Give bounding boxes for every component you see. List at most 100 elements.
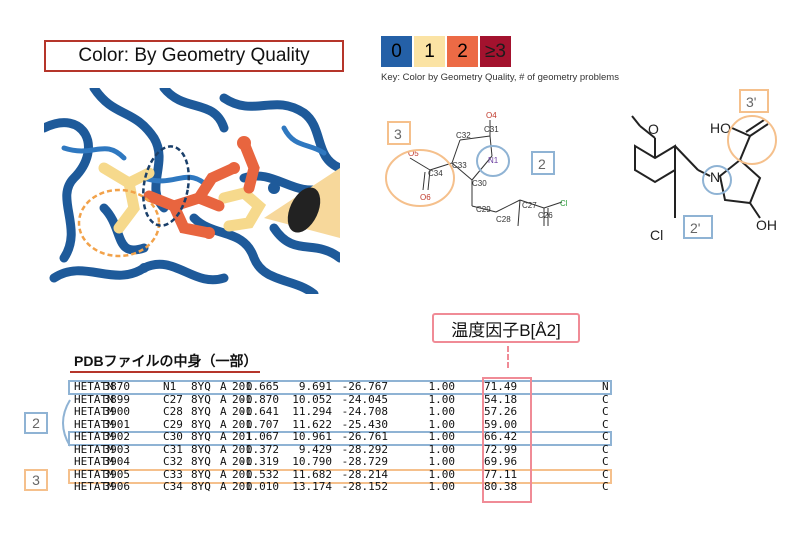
pdb-cell: C28 — [163, 405, 183, 418]
pdb-cell: 0.372 — [245, 442, 279, 456]
pdb-cell: 8YQ — [191, 442, 211, 456]
pdb-cell: 0.707 — [245, 417, 279, 431]
pdb-cell: 57.26 — [484, 405, 518, 418]
pdb-cell: 8YQ — [191, 455, 211, 468]
atom-c29: C29 — [476, 205, 491, 214]
pdb-cell: C33 — [163, 467, 183, 481]
mol2-label-3p: 3' — [746, 94, 756, 110]
pdb-cell: 3901 — [103, 417, 131, 431]
pdb-cell: 71.49 — [484, 380, 518, 393]
pdb-cell: 13.174 — [292, 480, 332, 493]
pdb-cell: 3899 — [103, 392, 131, 406]
pdb-cell: C27 — [163, 392, 183, 406]
pdb-cell: 0.665 — [245, 380, 279, 393]
pdb-cell: -26.761 — [341, 430, 388, 443]
atom-c26: C26 — [538, 211, 553, 220]
pdb-cell: 8YQ — [191, 405, 211, 418]
pdb-cell: C29 — [163, 417, 183, 431]
atom-c30: C30 — [472, 179, 487, 188]
atom-oh: OH — [756, 217, 777, 233]
pdb-cell: 201 — [232, 380, 252, 393]
pdb-cell: A — [220, 442, 227, 456]
pdb-cell: -28.292 — [341, 442, 388, 456]
pdb-cell: 201 — [232, 392, 252, 406]
protein-structure-view — [44, 88, 340, 294]
pdb-cell: -24.045 — [341, 392, 388, 406]
legend-key-text: Key: Color by Geometry Quality, # of geo… — [381, 72, 619, 83]
pdb-cell: HETATM — [74, 480, 114, 493]
atom-c34: C34 — [428, 169, 443, 178]
pdb-cell: C — [602, 405, 609, 418]
atom-c31: C31 — [484, 125, 499, 134]
pdb-cell: 11.682 — [292, 467, 332, 481]
legend-swatch-0: 0 — [381, 36, 412, 67]
pdb-cell: N — [602, 380, 609, 393]
pdb-cell: 3906 — [103, 480, 131, 493]
pdb-cell: A — [220, 417, 227, 431]
pdb-cell: 201 — [232, 455, 252, 468]
pdb-cell: -0.870 — [239, 392, 279, 406]
pdb-cell: A — [220, 455, 227, 468]
pdb-cell: A — [220, 380, 227, 393]
geometry-legend: 0 1 2 ≥3 — [381, 36, 513, 67]
side-label-2: 2 — [24, 412, 48, 434]
pdb-cell: 11.294 — [292, 405, 332, 418]
atom-c27: C27 — [522, 201, 537, 210]
atom-o6: O6 — [420, 193, 431, 202]
pdb-cell: 201 — [232, 467, 252, 481]
pdb-cell: HETATM — [74, 380, 114, 393]
legend-swatch-1: 1 — [414, 36, 445, 67]
mol1-label-3: 3 — [394, 126, 402, 142]
pdb-cell: C — [602, 467, 609, 481]
pdb-cell: 69.96 — [484, 455, 518, 468]
pdb-cell: 59.00 — [484, 417, 518, 431]
pdb-cell: 77.11 — [484, 467, 518, 481]
pdb-cell: 54.18 — [484, 392, 518, 406]
highlight-row-c30 — [68, 431, 612, 446]
bfactor-label: 温度因子B[Å2] — [432, 313, 580, 343]
pdb-cell: 1.00 — [428, 380, 456, 393]
mol1-label-2: 2 — [538, 156, 546, 172]
pdb-cell: 1.00 — [428, 455, 456, 468]
pdb-cell: C32 — [163, 455, 183, 468]
pdb-cell: 1.00 — [428, 392, 456, 406]
pdb-cell: C — [602, 442, 609, 456]
atom-c28: C28 — [496, 215, 511, 224]
pdb-cell: HETATM — [74, 455, 114, 468]
pdb-cell: 72.99 — [484, 442, 518, 456]
bfactor-pointer — [507, 346, 509, 368]
pdb-cell: 201 — [232, 417, 252, 431]
atom-o5: O5 — [408, 149, 419, 158]
atom-cl: Cl — [560, 199, 568, 208]
pdb-cell: 201 — [232, 480, 252, 493]
mol2-label-2p: 2' — [690, 220, 700, 236]
atom-c33: C33 — [452, 161, 467, 170]
pdb-cell: 3904 — [103, 455, 131, 468]
highlight-bfactor-column — [482, 377, 532, 503]
pdb-cell: HETATM — [74, 430, 114, 443]
pdb-cell: C31 — [163, 442, 183, 456]
pdb-cell: C — [602, 480, 609, 493]
pdb-cell: 11.622 — [292, 417, 332, 431]
pdb-cell: 3870 — [103, 380, 131, 393]
pdb-cell: 1.00 — [428, 417, 456, 431]
pdb-cell: 1.00 — [428, 480, 456, 493]
color-title: Color: By Geometry Quality — [44, 40, 344, 72]
pdb-cell: C — [602, 417, 609, 431]
atom-n: N — [710, 169, 720, 185]
pdb-cell: -26.767 — [341, 380, 388, 393]
pdb-cell: 1.00 — [428, 442, 456, 456]
pdb-cell: 1.00 — [428, 430, 456, 443]
pdb-cell: 3902 — [103, 430, 131, 443]
pdb-cell: 201 — [232, 442, 252, 456]
legend-swatch-3plus: ≥3 — [480, 36, 511, 67]
pdb-cell: HETATM — [74, 467, 114, 481]
pdb-cell: -0.319 — [239, 455, 279, 468]
pdb-cell: 9.429 — [298, 442, 332, 456]
